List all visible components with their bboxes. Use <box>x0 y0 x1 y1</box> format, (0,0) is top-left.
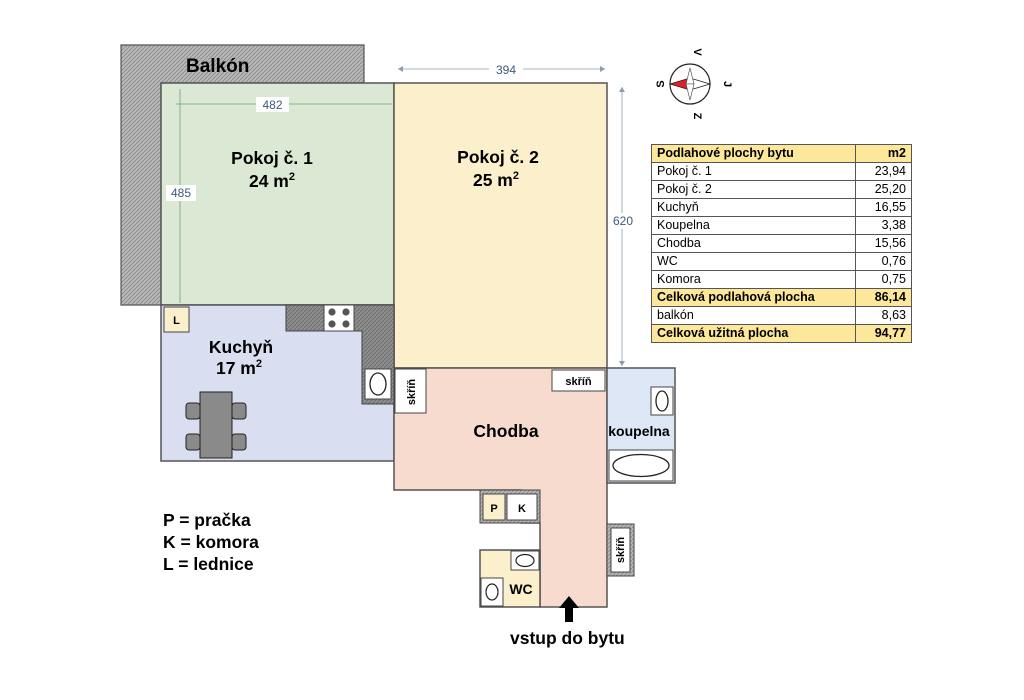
table-cell-name: Pokoj č. 1 <box>651 162 856 181</box>
table-cell-value: 0,75 <box>855 270 912 289</box>
legend-item-storage: K = komora <box>163 532 259 552</box>
table-cell-value: 25,20 <box>855 180 912 199</box>
table-subtotal-value: 86,14 <box>855 288 912 307</box>
table-cell-value: 0,76 <box>855 252 912 271</box>
wardrobe-left: skříň <box>394 368 427 414</box>
table-total-row: Celková užitná plocha 94,77 <box>651 324 912 343</box>
svg-text:394: 394 <box>496 63 516 77</box>
entrance-arrow-icon <box>559 596 579 622</box>
wardrobe-right: skříň <box>606 523 635 577</box>
wc-name: WC <box>509 581 532 597</box>
table-cell-value: 3,38 <box>855 216 912 235</box>
table-header-row: Podlahové plochy bytu m2 <box>651 144 912 163</box>
table-cell-value: 23,94 <box>855 162 912 181</box>
table-row: Chodba 15,56 <box>651 234 912 253</box>
svg-text:skříň: skříň <box>615 537 627 564</box>
room-1-name: Pokoj č. 1 <box>231 148 313 168</box>
compass-icon: S V J Z <box>655 48 733 119</box>
bathroom-sink-icon <box>650 386 674 416</box>
kitchen-area: 17 m2 <box>216 358 262 378</box>
dimension-room1-depth: 485 <box>166 89 196 303</box>
entrance-label: vstup do bytu <box>510 628 625 648</box>
table-cell-value: 15,56 <box>855 234 912 253</box>
svg-text:482: 482 <box>262 98 282 112</box>
table-cell-name: Chodba <box>651 234 856 253</box>
room-2-area: 25 m2 <box>473 170 519 190</box>
fridge-marker: L <box>163 306 190 333</box>
table-cell-name: WC <box>651 252 856 271</box>
svg-text:620: 620 <box>613 214 633 228</box>
washer-marker: P <box>490 503 497 515</box>
cooktop-icon <box>323 304 355 332</box>
storage-marker: K <box>518 503 526 515</box>
table-cell-value: 16,55 <box>855 198 912 217</box>
table-balcony-value: 8,63 <box>855 306 912 325</box>
table-header-unit: m2 <box>855 144 912 163</box>
bathroom-name: koupelna <box>608 423 670 439</box>
svg-text:L: L <box>173 315 180 327</box>
legend-item-washer: P = pračka <box>163 510 251 530</box>
legend: P = pračka K = komora L = lednice <box>163 509 259 575</box>
svg-text:skříň: skříň <box>565 376 592 388</box>
table-row: Pokoj č. 1 23,94 <box>651 162 912 181</box>
wardrobe-top: skříň <box>551 369 606 392</box>
table-total-name: Celková užitná plocha <box>651 324 856 343</box>
dimension-room1-width: 482 <box>176 97 392 112</box>
table-cell-name: Kuchyň <box>651 198 856 217</box>
table-row: WC 0,76 <box>651 252 912 271</box>
wc-fixtures <box>480 550 540 607</box>
compass-east: V <box>691 48 703 56</box>
kitchen-name: Kuchyň <box>209 337 273 357</box>
room-1-area: 24 m2 <box>249 171 295 191</box>
room-1 <box>160 82 395 306</box>
hallway-name: Chodba <box>473 421 538 441</box>
dining-table-icon <box>185 391 247 459</box>
compass-south: J <box>721 81 733 87</box>
table-row: Pokoj č. 2 25,20 <box>651 180 912 199</box>
dimension-total-depth: 620 <box>610 87 636 366</box>
bathtub-icon <box>608 449 674 482</box>
floor-area-table: Podlahové plochy bytu m2 Pokoj č. 1 23,9… <box>651 144 912 343</box>
table-header-name: Podlahové plochy bytu <box>651 144 856 163</box>
svg-text:skříň: skříň <box>406 379 418 406</box>
compass-west: Z <box>691 113 703 120</box>
table-row: Koupelna 3,38 <box>651 216 912 235</box>
table-total-value: 94,77 <box>855 324 912 343</box>
table-cell-name: Pokoj č. 2 <box>651 180 856 199</box>
table-row: Komora 0,75 <box>651 270 912 289</box>
table-row: balkón 8,63 <box>651 306 912 325</box>
table-subtotal-name: Celková podlahová plocha <box>651 288 856 307</box>
balcony-label: Balkón <box>186 56 249 77</box>
table-balcony-name: balkón <box>651 306 856 325</box>
compass-north: S <box>655 80 667 87</box>
room-2 <box>393 82 608 369</box>
dimension-room2-width: 394 <box>398 62 605 77</box>
kitchen-sink-icon <box>364 368 392 400</box>
storage-area: P K <box>479 489 541 524</box>
table-subtotal-row: Celková podlahová plocha 86,14 <box>651 288 912 307</box>
table-cell-name: Koupelna <box>651 216 856 235</box>
legend-item-fridge: L = lednice <box>163 554 254 574</box>
svg-text:485: 485 <box>171 186 191 200</box>
room-2-name: Pokoj č. 2 <box>457 147 539 167</box>
table-row: Kuchyň 16,55 <box>651 198 912 217</box>
table-cell-name: Komora <box>651 270 856 289</box>
